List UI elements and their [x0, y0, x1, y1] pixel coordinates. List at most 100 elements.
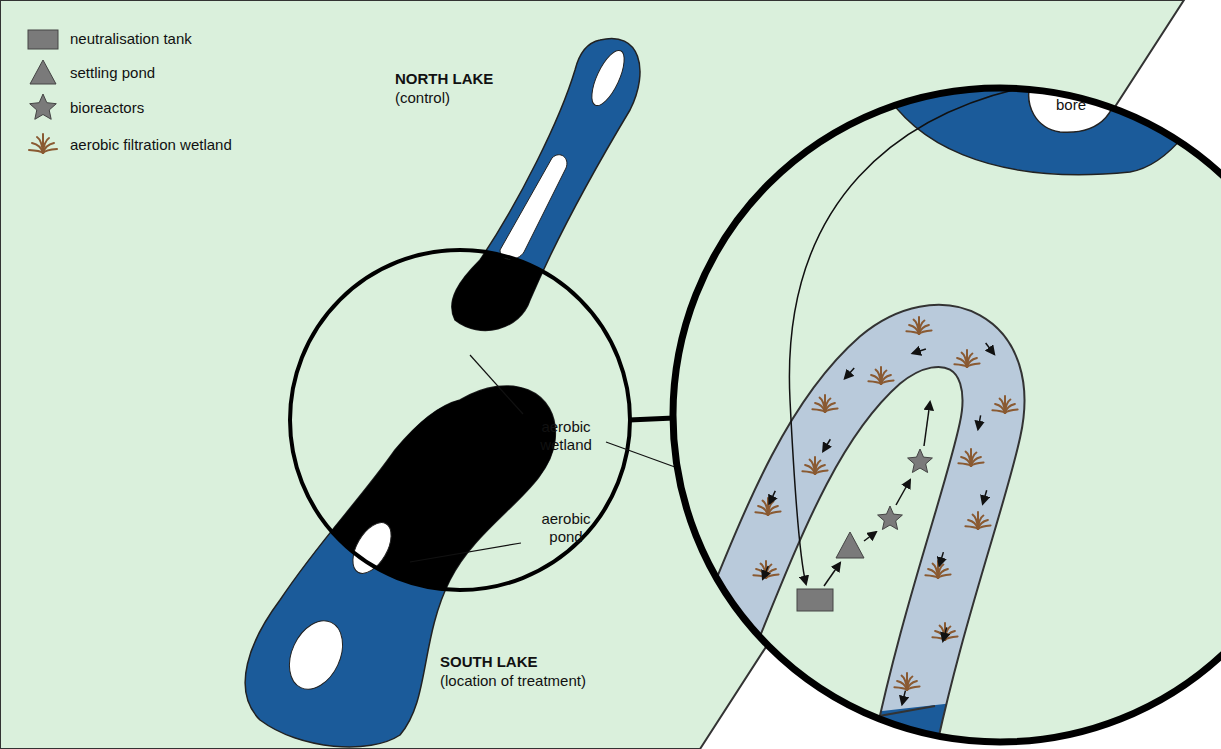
- plant-blade: [43, 149, 57, 153]
- plant-icon: [965, 512, 990, 529]
- flow-arrow: [902, 691, 905, 705]
- plant-blade: [967, 363, 980, 367]
- plant-blade: [29, 150, 43, 153]
- plant-icon: [753, 561, 778, 578]
- island: [1029, 65, 1115, 132]
- leader-line: [470, 355, 523, 414]
- plant-icon: [709, 669, 734, 686]
- flow-arrow: [864, 532, 876, 541]
- plant-blade: [958, 463, 971, 466]
- plant-blade: [712, 614, 722, 623]
- plant-blade: [815, 470, 828, 474]
- zoom-link: [629, 418, 674, 420]
- plant-icon: [802, 457, 827, 474]
- flow-arrow: [823, 439, 830, 451]
- plant-blade: [755, 512, 768, 515]
- plant-icon: [958, 449, 983, 466]
- flow-arrow: [896, 480, 910, 505]
- plant-icon: [925, 561, 950, 578]
- plant-blade: [918, 739, 923, 749]
- plant-blade: [722, 677, 732, 686]
- plant-blade: [918, 748, 931, 749]
- bore-hole: [1040, 74, 1052, 86]
- plant-blade: [709, 683, 722, 686]
- flow-arrow: [939, 552, 943, 565]
- plant-icon: [954, 350, 979, 367]
- zone-label: aerobic wetland: [527, 418, 605, 454]
- legend-text: neutralisation tank: [70, 30, 192, 48]
- plant-blade: [825, 408, 838, 412]
- plant-blade: [722, 619, 735, 623]
- plant-blade: [938, 574, 951, 578]
- plant-blade: [992, 410, 1005, 413]
- flow-arrow: [986, 343, 995, 354]
- plant-blade: [722, 610, 727, 624]
- legend-pond: [30, 60, 56, 84]
- plant-blade: [954, 364, 967, 367]
- flow-arrow: [983, 490, 987, 503]
- plant-blade: [894, 687, 907, 690]
- bioreactor: [878, 506, 903, 530]
- flow-arrow: [769, 491, 775, 504]
- flow-arrows: [714, 343, 994, 704]
- lake-role: (location of treatment): [440, 672, 680, 690]
- plant-blade: [812, 409, 825, 412]
- plant-group: [709, 317, 1017, 749]
- bioreactor: [908, 449, 933, 473]
- plant-icon: [755, 498, 780, 515]
- zone-label: aerobic pond: [527, 510, 605, 546]
- plant-icon: [992, 396, 1017, 413]
- plant-blade: [881, 380, 894, 384]
- plant-blade: [717, 609, 722, 623]
- legend-tank: [28, 30, 58, 49]
- plant-blade: [925, 575, 938, 578]
- plant-blade: [917, 735, 919, 749]
- wetland-edge: [700, 640, 772, 690]
- plant-blade: [908, 743, 918, 749]
- flow-arrow: [714, 623, 719, 636]
- wetland-centerline: [700, 336, 993, 749]
- island: [279, 612, 353, 698]
- plant-blade: [971, 462, 984, 466]
- plant-blade: [945, 636, 958, 640]
- plant-blade: [722, 614, 732, 623]
- plant-blade: [802, 471, 815, 474]
- plant-blade: [766, 574, 779, 578]
- lake-name: NORTH LAKE: [395, 70, 595, 88]
- plant-blade: [919, 330, 932, 334]
- plant-blade: [722, 682, 735, 686]
- lake-name: SOUTH LAKE: [440, 653, 680, 671]
- flow-arrow: [943, 627, 947, 641]
- flow-arrow: [978, 415, 981, 429]
- plant-blade: [918, 743, 928, 749]
- plant-blade: [965, 526, 978, 529]
- legend-text: settling pond: [70, 64, 155, 82]
- legend-text: aerobic filtration wetland: [70, 136, 232, 154]
- plant-icon: [709, 606, 734, 623]
- island: [585, 46, 630, 110]
- plant-icon: [868, 367, 893, 384]
- plant-blade: [1005, 409, 1018, 413]
- plant-blade: [722, 673, 727, 687]
- wetland-water: [600, 250, 1100, 749]
- flow-arrow: [924, 402, 930, 446]
- plant-blade: [906, 331, 919, 334]
- wetland-fill: [600, 250, 1100, 749]
- plant-blade: [709, 620, 722, 623]
- settling-pond: [836, 532, 864, 558]
- pipe-arrow: [789, 84, 1040, 584]
- flow-arrow: [824, 563, 840, 586]
- island: [345, 516, 399, 579]
- zoom-circle: [673, 88, 1221, 742]
- pond-water: [600, 630, 770, 749]
- neutralisation-tank: [797, 589, 833, 611]
- zoom-content: [600, 60, 1221, 749]
- bore-label: bore: [1056, 96, 1106, 114]
- plant-icon: [894, 673, 919, 690]
- plant-blade: [907, 686, 920, 690]
- plant-blade: [721, 669, 723, 686]
- plant-blade: [978, 525, 991, 529]
- plant-blade: [712, 677, 722, 686]
